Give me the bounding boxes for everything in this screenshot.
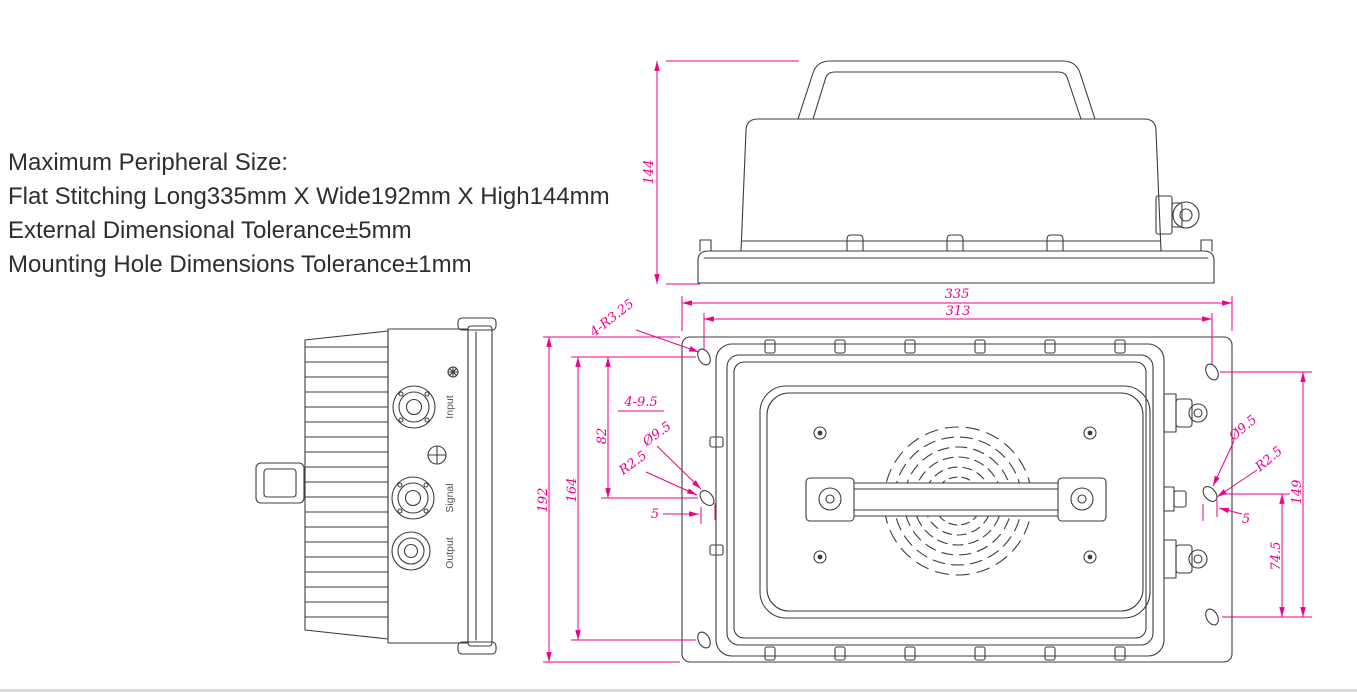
side-flange-top-tab xyxy=(457,317,497,331)
dc-shaft-connector xyxy=(255,462,305,504)
dim-192: 192 xyxy=(536,488,551,513)
dim-82: 82 xyxy=(595,428,610,445)
ext-line xyxy=(571,356,696,641)
handle-inner-line xyxy=(812,71,1082,120)
dim-4-R3-25: 4-R3.25 xyxy=(587,297,638,341)
leader-line xyxy=(656,445,702,490)
dim-right-slot-dia: Ø9.5 xyxy=(1226,413,1260,445)
dim-335: 335 xyxy=(945,287,970,302)
note-external-tolerance: External Dimensional Tolerance±5mm xyxy=(8,217,412,244)
notes-block: Maximum Peripheral Size: Flat Stitching … xyxy=(8,146,610,282)
input-label: Input xyxy=(444,395,456,418)
top-view xyxy=(681,336,1233,663)
dim-4-9-5: 4-9.5 xyxy=(623,395,657,410)
signal-label: Signal xyxy=(444,483,456,512)
cover-clips xyxy=(709,339,1126,661)
right-connector-top-2 xyxy=(1163,486,1187,512)
dim-313: 313 xyxy=(946,304,971,319)
ext-line xyxy=(1202,500,1218,521)
dim-144: 144 xyxy=(642,160,657,185)
dim-right-slot-width: 5 xyxy=(1242,512,1250,527)
output-label: Output xyxy=(444,537,456,569)
leader-line xyxy=(645,471,698,496)
side-flange xyxy=(467,325,493,647)
dim-right-slot-radius: R2.5 xyxy=(1252,444,1286,476)
heatsink-fins xyxy=(304,346,389,618)
dim-164: 164 xyxy=(565,478,580,503)
dim-left-slot-dia: Ø9.5 xyxy=(639,419,674,450)
ext-line xyxy=(700,503,716,524)
output-connector xyxy=(391,531,431,571)
signal-connector xyxy=(391,476,435,520)
right-connector-top-3 xyxy=(1163,539,1208,579)
leader-line xyxy=(1216,469,1258,498)
note-max-size: Maximum Peripheral Size: xyxy=(8,149,289,176)
leader-line xyxy=(1218,507,1243,515)
leader-line xyxy=(1212,440,1235,487)
side-flange-bottom-tab xyxy=(457,641,497,655)
top-panel-inner xyxy=(766,392,1144,612)
side-view: Input Signal Output xyxy=(255,317,497,655)
note-mounting-tolerance: Mounting Hole Dimensions Tolerance±1mm xyxy=(8,251,472,278)
handle-outline xyxy=(797,60,1096,120)
ext-line xyxy=(543,336,680,663)
ext-line xyxy=(703,313,1213,364)
mounting-hole-bottom-right xyxy=(1205,608,1219,626)
latch-clips-front xyxy=(846,234,1064,252)
fan-symbol-icon xyxy=(447,366,459,378)
input-connector xyxy=(392,385,436,429)
mounting-slot-right xyxy=(1202,486,1218,502)
mounting-slot-left xyxy=(699,490,715,506)
mounting-hole-top-left xyxy=(697,348,711,366)
mounting-base-front xyxy=(697,250,1215,284)
dim-74-5: 74.5 xyxy=(1269,542,1284,571)
note-flat-stitching: Flat Stitching Long335mm X Wide192mm X H… xyxy=(8,183,610,210)
front-view xyxy=(697,60,1215,284)
mounting-hole-top-right xyxy=(1205,363,1219,381)
dim-left-slot-width: 5 xyxy=(651,507,659,522)
adjust-knob xyxy=(427,445,447,465)
base-hook-left xyxy=(699,239,712,252)
leader-line xyxy=(635,329,700,353)
top-panel-outer xyxy=(759,385,1151,619)
mounting-hole-bottom-left xyxy=(697,631,711,649)
carry-handle-top xyxy=(805,477,1107,522)
cover-ring-outer xyxy=(726,354,1154,646)
base-hook-right xyxy=(1200,239,1213,252)
device-body-front xyxy=(740,118,1162,252)
cover-ring-inner xyxy=(733,361,1147,639)
dim-149: 149 xyxy=(1290,480,1305,505)
right-connector-top-1 xyxy=(1163,393,1208,433)
mounting-plate xyxy=(681,336,1233,663)
side-connector-front xyxy=(1155,195,1200,235)
panel-screws xyxy=(813,426,1097,564)
dim-left-slot-radius: R2.5 xyxy=(616,448,650,479)
dimensions: 144 335 313 4-R3.25 192 164 82 xyxy=(536,60,1312,663)
